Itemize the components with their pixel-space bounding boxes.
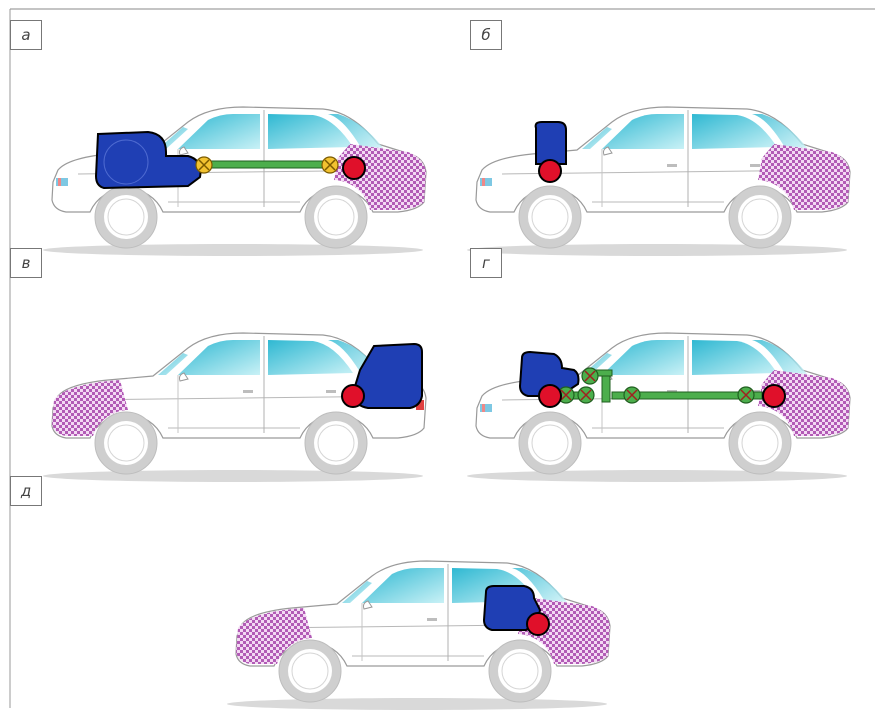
car-panel-b <box>467 107 850 256</box>
drive-shaft <box>206 161 332 168</box>
engine-unit <box>536 122 566 164</box>
car-panel-a <box>43 107 426 256</box>
car-panel-d <box>227 561 610 710</box>
panel-label-b: б <box>470 20 502 50</box>
car-panel-g <box>467 333 850 482</box>
panel-label-g: г <box>470 248 502 278</box>
panel-label-a: а <box>10 20 42 50</box>
panel-label-d: д <box>10 476 42 506</box>
panel-label-v: в <box>10 248 42 278</box>
car-panel-v <box>43 333 426 482</box>
